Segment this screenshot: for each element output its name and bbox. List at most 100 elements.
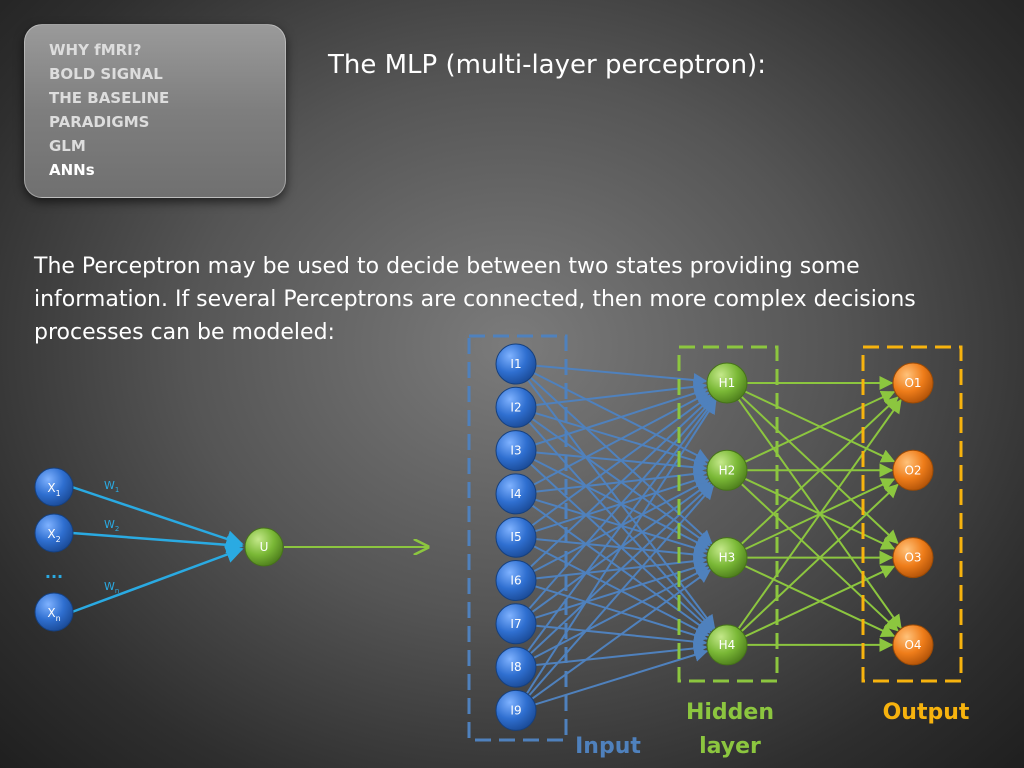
input-node-label-i1: I1 — [510, 357, 521, 371]
nav-item-why-fmri[interactable]: WHY fMRI? — [49, 41, 142, 59]
output-node-o3 — [892, 537, 934, 579]
svg-text:Wn: Wn — [104, 580, 119, 595]
weight-2-sub: 2 — [115, 525, 119, 533]
svg-text:W1: W1 — [104, 479, 119, 494]
perceptron-unit-node — [244, 527, 284, 567]
input-node-label-i3: I3 — [510, 444, 521, 458]
connection-I8-H4 — [535, 641, 708, 667]
connection-I7-H1 — [528, 397, 715, 610]
connection-I8-H2 — [529, 483, 713, 655]
perceptron-input-2-label: X — [47, 527, 55, 541]
input-node-label-i9: I9 — [510, 703, 521, 717]
connection-I9-H3 — [531, 569, 712, 700]
nav-item-bold-signal[interactable]: BOLD SIGNAL — [49, 65, 163, 83]
hidden-node-h4 — [706, 624, 748, 666]
weight-n-label: W — [104, 580, 115, 593]
perceptron-unit-label: U — [260, 540, 269, 554]
input-node-label-i6: I6 — [510, 574, 521, 588]
output-node-o4 — [892, 624, 934, 666]
connection-I5-H1 — [531, 394, 712, 527]
output-node-label-o1: O1 — [904, 376, 921, 390]
input-node-i7 — [495, 603, 537, 645]
svg-text:Xn: Xn — [47, 606, 60, 623]
perceptron-input-1-label: X — [47, 481, 55, 495]
input-node-i6 — [495, 560, 537, 601]
output-node-o1 — [892, 362, 934, 404]
input-node-i3 — [495, 430, 537, 472]
output-node-o2 — [892, 449, 934, 491]
perceptron-input-node-n — [34, 592, 74, 632]
perceptron-input-n-sub: n — [56, 614, 61, 623]
connection-I1-H1 — [535, 364, 708, 387]
input-node-i5 — [495, 516, 537, 558]
nav-box: WHY fMRI? BOLD SIGNAL THE BASELINE PARAD… — [24, 24, 286, 198]
weight-n-sub: n — [115, 587, 119, 595]
output-node-label-o4: O4 — [904, 638, 921, 652]
input-node-label-i8: I8 — [510, 660, 521, 674]
input-layer-label: Input — [575, 734, 641, 759]
output-layer-box — [861, 345, 963, 683]
slide-title: The MLP (multi-layer perceptron): — [328, 50, 766, 80]
svg-text:X1: X1 — [47, 481, 60, 498]
perceptron-diagram: X1 X2 ... Xn W1 W2 Wn U — [34, 467, 428, 632]
perceptron-input-1-sub: 1 — [56, 489, 61, 498]
hidden-node-label-h4: H4 — [719, 638, 736, 652]
connection-H4-O3 — [744, 565, 896, 638]
perceptron-ellipsis: ... — [45, 563, 63, 582]
nav-item-glm[interactable]: GLM — [49, 137, 86, 155]
nav-item-the-baseline[interactable]: THE BASELINE — [49, 89, 170, 107]
perceptron-input-n-label: X — [47, 606, 55, 620]
connection-H4-O2 — [740, 483, 899, 632]
weight-1-label: W — [104, 479, 115, 492]
input-node-i9 — [495, 689, 537, 731]
connection-I9-H1 — [525, 399, 717, 695]
hidden-layer-label-line1: Hidden — [686, 700, 774, 725]
perceptron-arrow-n — [71, 546, 244, 614]
output-layer-label: Output — [883, 700, 970, 725]
weight-1-sub: 1 — [115, 486, 119, 494]
hidden-node-label-h1: H1 — [719, 376, 736, 390]
hidden-output-connections — [737, 376, 902, 652]
connection-I6-H1 — [529, 396, 713, 568]
input-hidden-connections — [525, 364, 717, 706]
svg-text:W2: W2 — [104, 518, 119, 533]
input-node-label-i4: I4 — [510, 487, 521, 501]
connection-I8-H1 — [527, 398, 716, 652]
perceptron-input-2-sub: 2 — [56, 535, 61, 544]
connection-I9-H4 — [534, 648, 709, 706]
output-node-label-o3: O3 — [904, 551, 921, 565]
svg-text:X2: X2 — [47, 527, 60, 544]
perceptron-input-node-1 — [34, 467, 74, 507]
perceptron-input-node-2 — [34, 513, 74, 553]
connection-H3-O1 — [740, 396, 899, 545]
nav-item-paradigms[interactable]: PARADIGMS — [49, 113, 150, 131]
nav-item-anns[interactable]: ANNs — [49, 161, 95, 179]
hidden-node-h3 — [706, 537, 748, 579]
input-node-i4 — [495, 473, 537, 515]
input-layer-box — [467, 334, 568, 742]
input-node-label-i5: I5 — [510, 530, 521, 544]
slide-body-text: The Perceptron may be used to decide bet… — [34, 254, 916, 345]
weight-2-label: W — [104, 518, 115, 531]
connection-H4-O1 — [737, 398, 902, 630]
hidden-layer-box — [677, 345, 779, 683]
hidden-node-h1 — [706, 362, 748, 404]
perceptron-arrow-1 — [71, 485, 244, 548]
input-node-label-i7: I7 — [510, 617, 521, 631]
perceptron-arrow-2 — [71, 531, 244, 554]
output-node-label-o2: O2 — [904, 463, 921, 477]
input-node-label-i2: I2 — [510, 400, 521, 414]
hidden-layer-label-line2: layer — [699, 734, 761, 759]
connection-I2-H1 — [535, 379, 708, 407]
input-node-i8 — [495, 646, 537, 688]
hidden-node-label-h2: H2 — [719, 463, 736, 477]
hidden-node-label-h3: H3 — [719, 551, 736, 565]
connection-I3-H1 — [534, 386, 709, 446]
input-node-i2 — [495, 386, 537, 428]
input-node-i1 — [495, 343, 537, 385]
hidden-node-h2 — [706, 449, 748, 491]
connection-I9-H2 — [528, 485, 715, 697]
connection-H2-O1 — [744, 390, 896, 463]
